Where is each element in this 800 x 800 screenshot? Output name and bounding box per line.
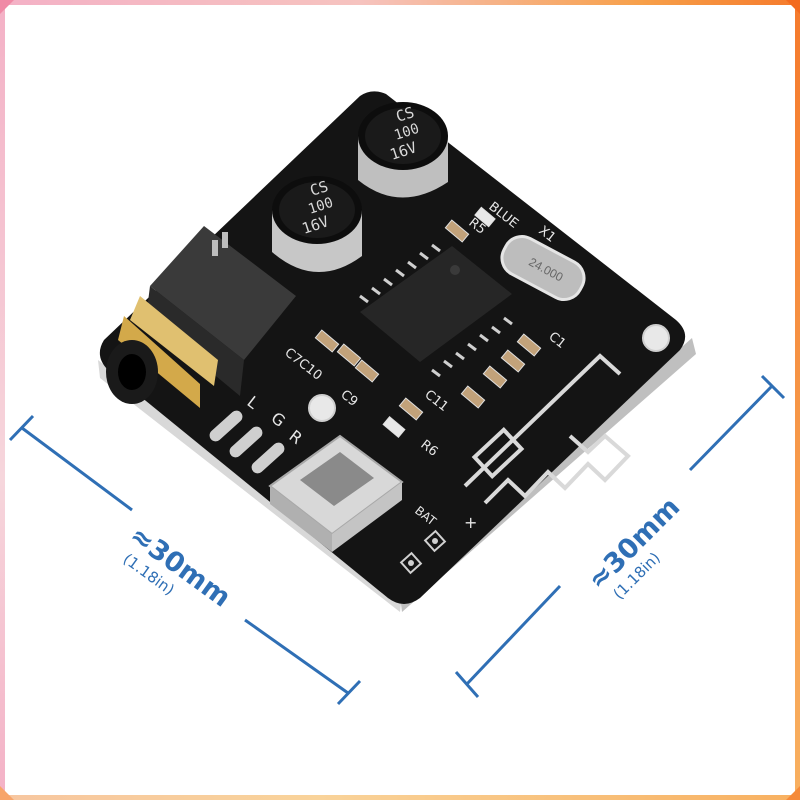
audio-output-pads <box>209 410 285 474</box>
pcb-board <box>99 91 686 604</box>
frame-right-border <box>795 0 800 800</box>
dimension-line-left <box>8 414 362 706</box>
capacitor-label: CS <box>394 103 417 126</box>
smd-components <box>314 206 542 438</box>
silkscreen-plus-label: + <box>464 513 477 532</box>
frame-top-border <box>0 0 800 5</box>
frame-left-border <box>0 0 5 800</box>
mounting-hole <box>308 394 336 422</box>
audio-jack <box>106 226 296 408</box>
frame-bottom-border <box>0 795 800 800</box>
mounting-hole <box>642 324 670 352</box>
antenna-trace <box>463 353 631 505</box>
dimension-line-right <box>454 374 786 698</box>
capacitor-label: 100 <box>392 121 421 144</box>
antenna-trace <box>471 427 525 479</box>
micro-usb-port <box>268 434 404 552</box>
capacitor-label: CS <box>308 177 331 200</box>
electrolytic-capacitor: CS 100 16V <box>358 102 448 198</box>
capacitor-label: 100 <box>306 195 335 218</box>
electrolytic-capacitor: CS 100 16V <box>272 176 362 273</box>
crystal-oscillator: 24.000 <box>500 234 586 302</box>
battery-pads <box>399 529 447 575</box>
ic-chip <box>359 243 513 378</box>
